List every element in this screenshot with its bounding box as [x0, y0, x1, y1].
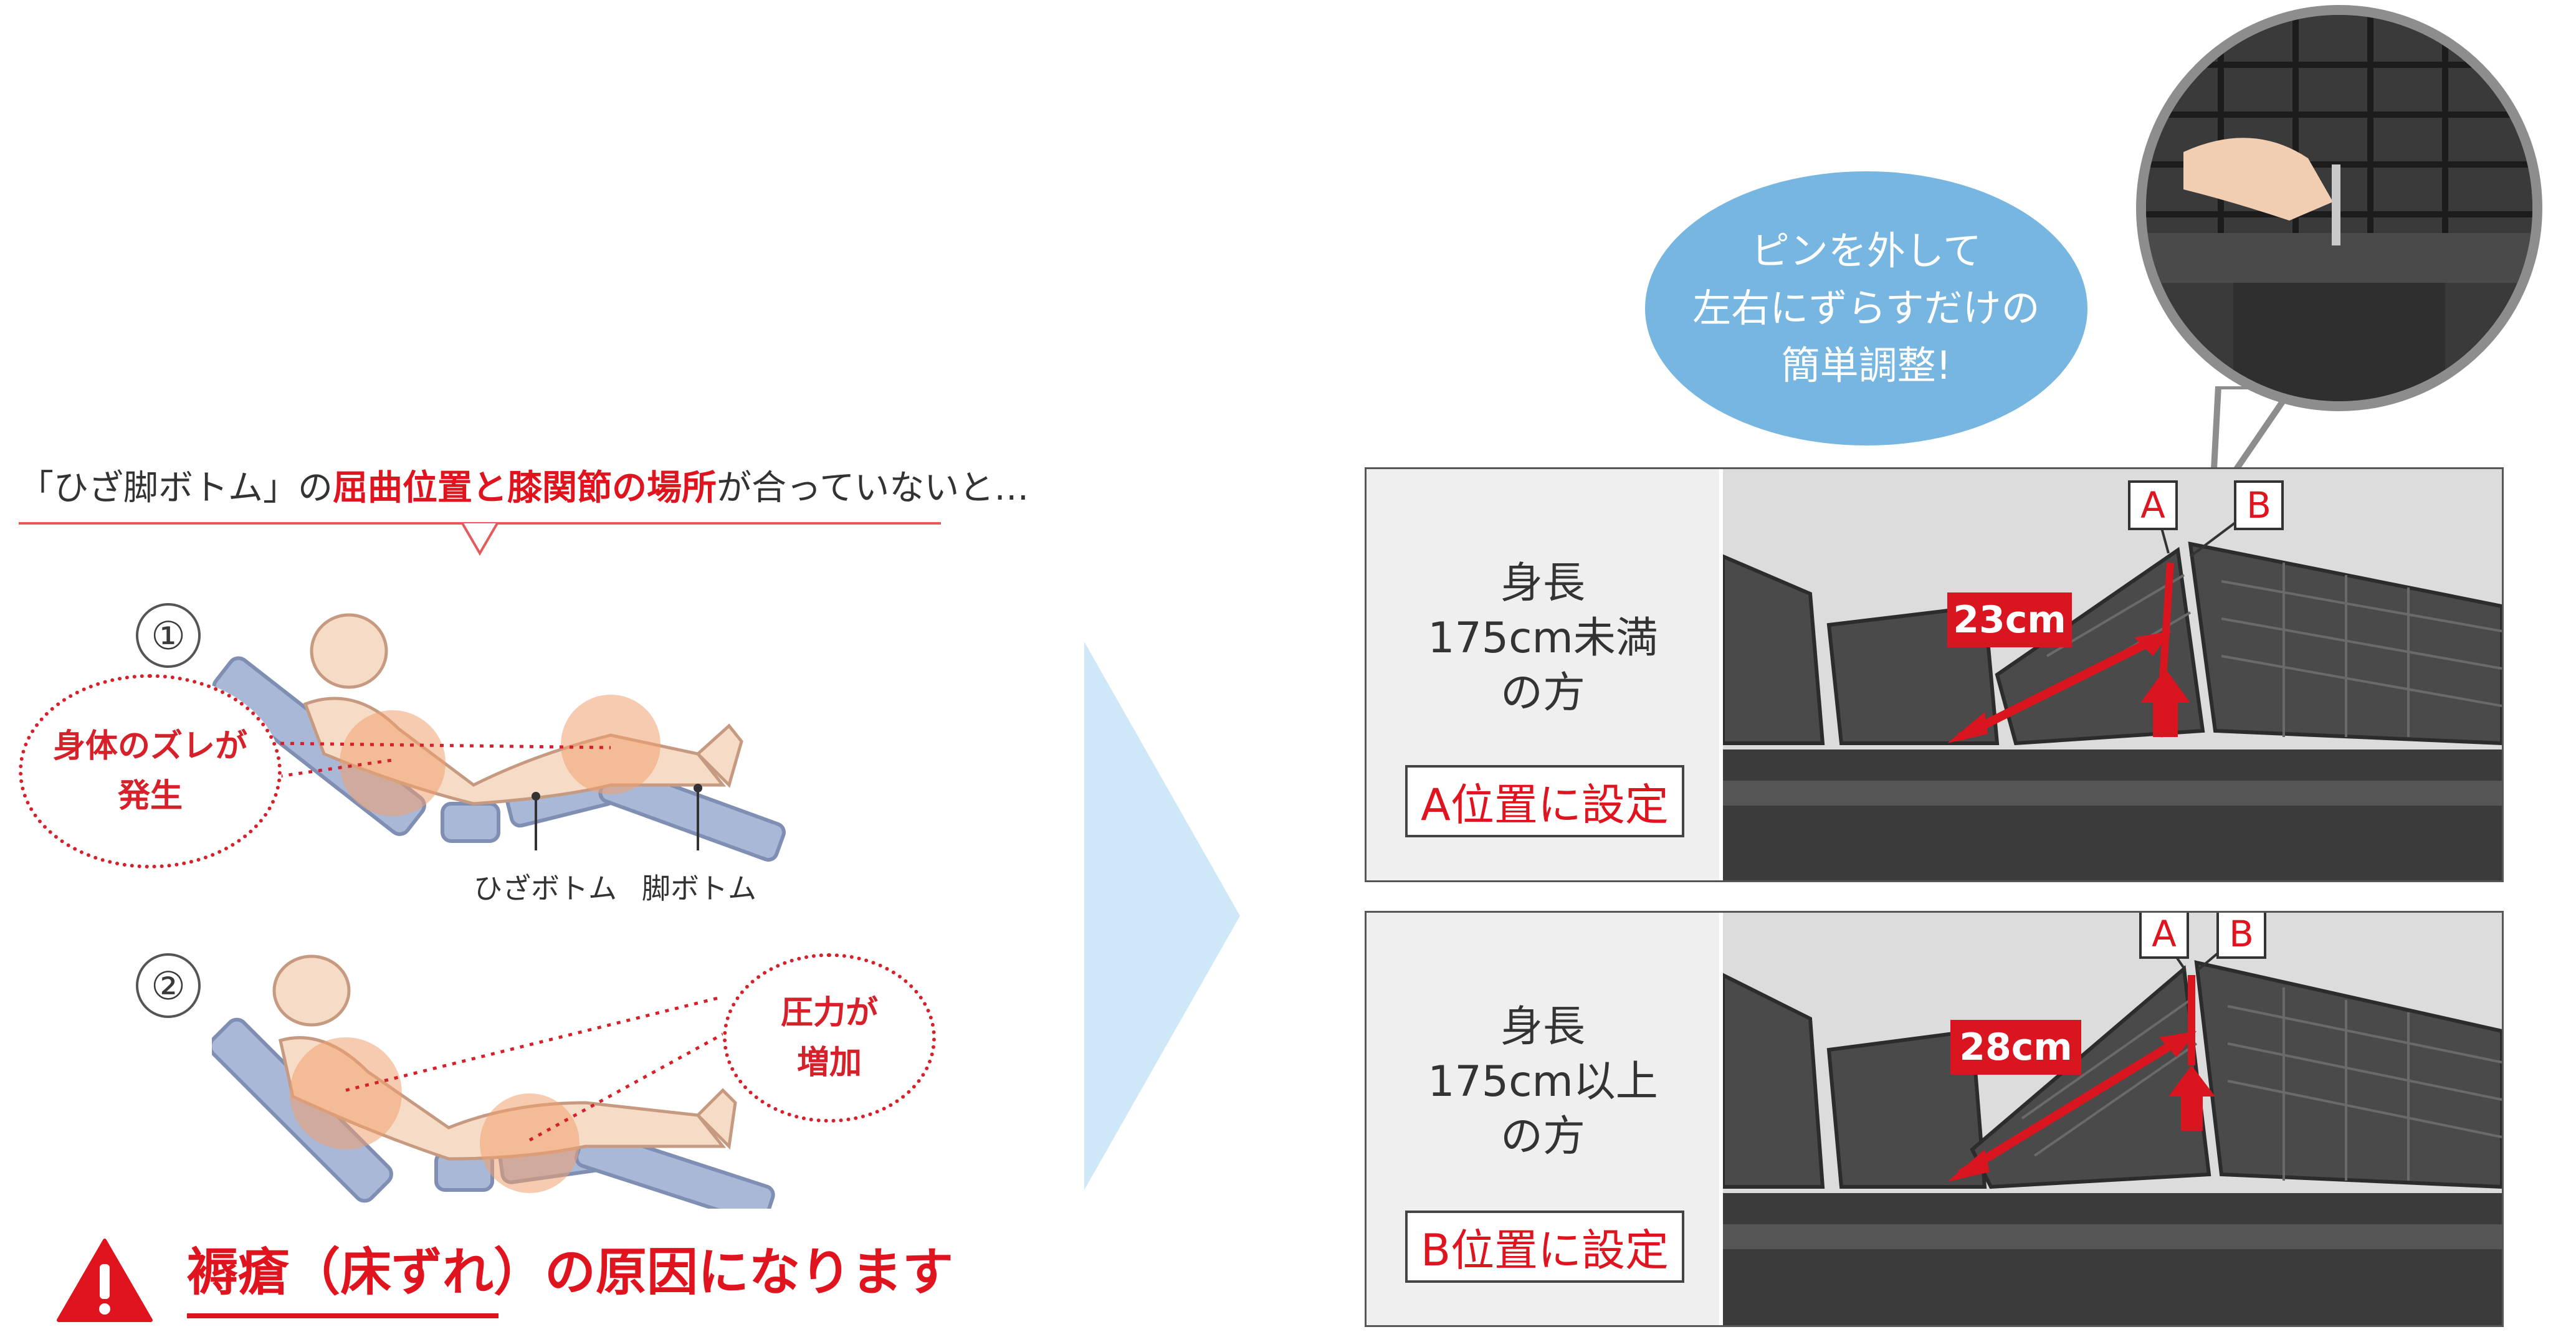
warning-text: 褥瘡（床ずれ）の原因になります: [187, 1243, 954, 1302]
bubble-line3: 簡単調整!: [1781, 343, 1952, 388]
measure-label-a: 23cm: [1947, 592, 2072, 647]
panel-a-height-line3: の方: [1500, 668, 1585, 718]
label-leg-bottom: 脚ボトム: [642, 872, 756, 905]
callout-pressure: 圧力が 増加: [723, 953, 936, 1123]
panel-a-height: 身長 175cm未満 の方: [1367, 556, 1719, 721]
illustration-step2: [212, 954, 775, 1209]
callout-pressure-line2: 増加: [796, 1044, 862, 1082]
panel-b-height: 身長 175cm以上 の方: [1367, 1000, 1719, 1164]
transition-arrow-icon: [1084, 642, 1240, 1190]
headline: 「ひざ脚ボトム」の屈曲位置と膝関節の場所が合っていないと…: [19, 460, 1029, 510]
panel-b-photo: A B 28cm: [1723, 913, 2502, 1325]
step-number-1: ①: [136, 603, 201, 668]
panel-setting-a: 身長 175cm未満 の方 A位置に設定: [1365, 467, 2504, 882]
measure-label-b: 28cm: [1950, 1020, 2081, 1075]
magnifier-detail-view: [2136, 5, 2542, 411]
marker-a: A: [2128, 480, 2178, 530]
panel-b-info: 身長 175cm以上 の方 B位置に設定: [1367, 913, 1719, 1325]
headline-notch-icon: [461, 522, 499, 556]
marker-b-2: B: [2216, 913, 2266, 959]
bed-frame-photo-b: [1723, 913, 2502, 1325]
panel-b-height-line3: の方: [1500, 1112, 1585, 1161]
headline-part2: が合っていないと…: [717, 468, 1029, 508]
warning-underline: [187, 1313, 499, 1318]
marker-b: B: [2234, 480, 2284, 530]
bubble-line2: 左右にずらすだけの: [1692, 285, 2040, 331]
bed-frame-photo-a: [1723, 469, 2502, 880]
step-number-2: ②: [136, 953, 201, 1018]
warning-triangle-icon: [57, 1239, 153, 1322]
illustration-step1: [212, 613, 786, 862]
callout-body-shift-line2: 発生: [117, 778, 183, 815]
panel-a-height-line1: 身長: [1500, 559, 1585, 608]
callout-body-shift-line1: 身体のズレが: [52, 728, 247, 765]
panel-setting-b: 身長 175cm以上 の方 B位置に設定: [1365, 911, 2504, 1327]
marker-a-2: A: [2139, 913, 2189, 959]
headline-highlight: 屈曲位置と膝関節の場所: [333, 468, 717, 508]
callout-pressure-line1: 圧力が: [780, 994, 878, 1032]
panel-b-height-line2: 175cm以上: [1428, 1057, 1658, 1106]
info-bubble: ピンを外して 左右にずらすだけの 簡単調整!: [1645, 171, 2087, 445]
panel-b-height-line1: 身長: [1500, 1002, 1585, 1052]
panel-a-photo: A B 23cm: [1723, 469, 2502, 880]
panel-a-setting: A位置に設定: [1405, 765, 1684, 837]
pin-detail-icon: [2146, 15, 2532, 401]
label-knee-bottom: ひざボトム: [474, 872, 617, 905]
panel-a-info: 身長 175cm未満 の方 A位置に設定: [1367, 469, 1719, 880]
panel-a-height-line2: 175cm未満: [1428, 614, 1658, 663]
callout-body-shift: 身体のズレが 発生: [19, 674, 282, 868]
panel-b-setting: B位置に設定: [1405, 1211, 1684, 1283]
headline-part1: 「ひざ脚ボトム」の: [19, 468, 333, 508]
bubble-line1: ピンを外して: [1750, 228, 1982, 274]
